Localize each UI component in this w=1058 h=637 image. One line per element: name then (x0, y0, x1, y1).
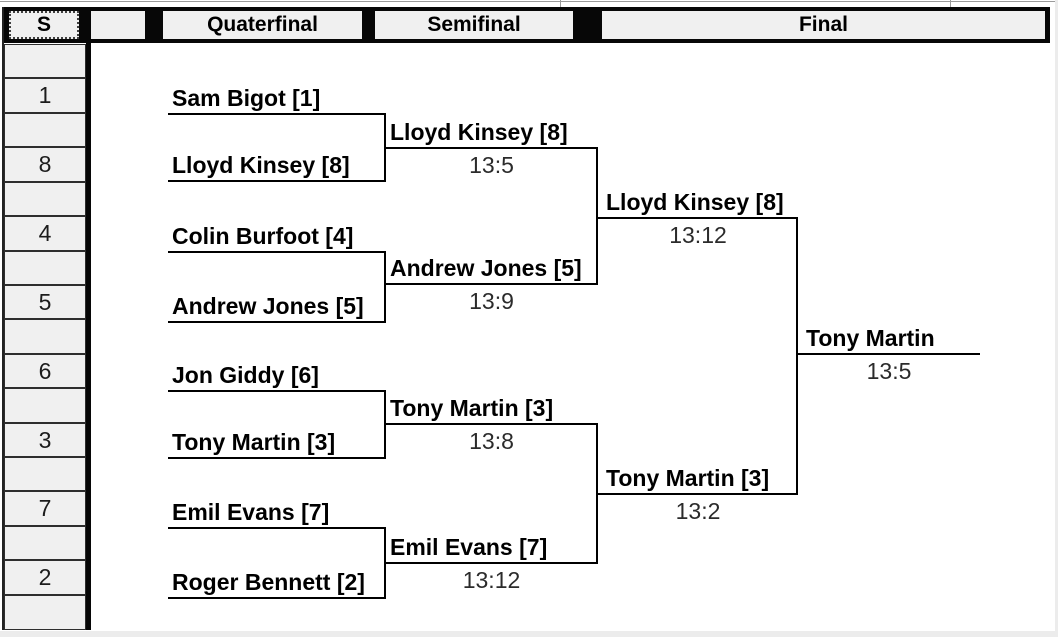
seed-column-header-label: S (36, 13, 51, 36)
sf1-score: 13:12 (669, 222, 727, 248)
bracket-line (168, 597, 385, 599)
qf1-winner: Lloyd Kinsey [8] (390, 119, 568, 145)
bracket-connector (596, 423, 598, 564)
bracket-line (168, 321, 385, 323)
seed-cell-8[interactable] (4, 319, 86, 354)
bracket-line (168, 457, 385, 459)
bracket-line (598, 217, 798, 219)
bracket-connector (596, 147, 598, 285)
seed-cell-0[interactable] (4, 44, 86, 78)
qf2-player1: Colin Burfoot [4] (172, 223, 354, 249)
right-edge-strip (1055, 0, 1058, 637)
bracket-line (385, 283, 598, 285)
seed-cell-11[interactable]: 3 (4, 423, 86, 457)
seed-cell-15[interactable]: 2 (4, 560, 86, 595)
sf2-score: 13:2 (675, 498, 721, 524)
bracket-line (168, 180, 385, 182)
qf4-winner: Emil Evans [7] (390, 534, 548, 560)
grid-tick-right (950, 0, 951, 7)
seed-cell-3[interactable]: 8 (4, 147, 86, 182)
seed-cell-10[interactable] (4, 388, 86, 423)
bracket-connector (384, 251, 386, 323)
semifinal-header-cell[interactable]: Semifinal (375, 11, 573, 39)
bracket-line (168, 527, 385, 529)
seed-cell-6[interactable] (4, 251, 86, 285)
left-border-strip (2, 7, 4, 630)
seed-cell-2[interactable] (4, 113, 86, 147)
qf2-player2: Andrew Jones [5] (172, 293, 364, 319)
champion-name: Tony Martin (806, 325, 935, 351)
qf4-score: 13:12 (462, 567, 521, 593)
top-gridline (0, 1, 1058, 2)
qf1-player2: Lloyd Kinsey [8] (172, 152, 350, 178)
bracket-line (168, 113, 385, 115)
seed-cell-12[interactable] (4, 457, 86, 491)
bracket-line (385, 147, 598, 149)
final-header-cell[interactable]: Final (602, 11, 1045, 39)
final-score: 13:5 (866, 358, 912, 384)
champion-line (798, 353, 980, 355)
bracket-line (385, 423, 598, 425)
bracket-connector (796, 217, 798, 495)
qf4-player2: Roger Bennett [2] (172, 569, 365, 595)
seed-cell-1[interactable]: 1 (4, 78, 86, 113)
seed-cell-14[interactable] (4, 526, 86, 560)
grid-tick-left (560, 0, 561, 7)
bracket-line (168, 251, 385, 253)
seed-cell-9[interactable]: 6 (4, 354, 86, 388)
qf3-winner: Tony Martin [3] (390, 395, 554, 421)
qf4-player1: Emil Evans [7] (172, 499, 330, 525)
bracket-line (168, 390, 385, 392)
bottom-edge-strip (0, 631, 1058, 637)
sf2-winner: Tony Martin [3] (606, 465, 770, 491)
qf1-player1: Sam Bigot [1] (172, 85, 321, 111)
bracket-line (598, 493, 798, 495)
seed-cell-4[interactable] (4, 182, 86, 216)
seed-cell-7[interactable]: 5 (4, 285, 86, 319)
seed-column-header-cell[interactable]: S (9, 11, 79, 39)
sf1-winner: Lloyd Kinsey [8] (606, 189, 784, 215)
qf3-player2: Tony Martin [3] (172, 429, 336, 455)
qf1-score: 13:5 (469, 152, 514, 178)
quarterfinal-header-label: Quaterfinal (207, 13, 318, 36)
bracket-line (385, 562, 598, 564)
qf2-winner: Andrew Jones [5] (390, 255, 582, 281)
semifinal-header-label: Semifinal (427, 13, 521, 36)
quarterfinal-header-cell[interactable]: Quaterfinal (163, 11, 362, 39)
seed-cell-5[interactable]: 4 (4, 216, 86, 251)
final-header-label: Final (798, 13, 848, 36)
seed-cell-13[interactable]: 7 (4, 491, 86, 526)
seed-cell-16[interactable] (4, 595, 86, 630)
qf2-score: 13:9 (469, 288, 514, 314)
seed-column-divider (86, 7, 91, 630)
qf3-player1: Jon Giddy [6] (172, 362, 319, 388)
spacer-header-cell[interactable] (88, 11, 145, 39)
qf3-score: 13:8 (469, 428, 514, 454)
